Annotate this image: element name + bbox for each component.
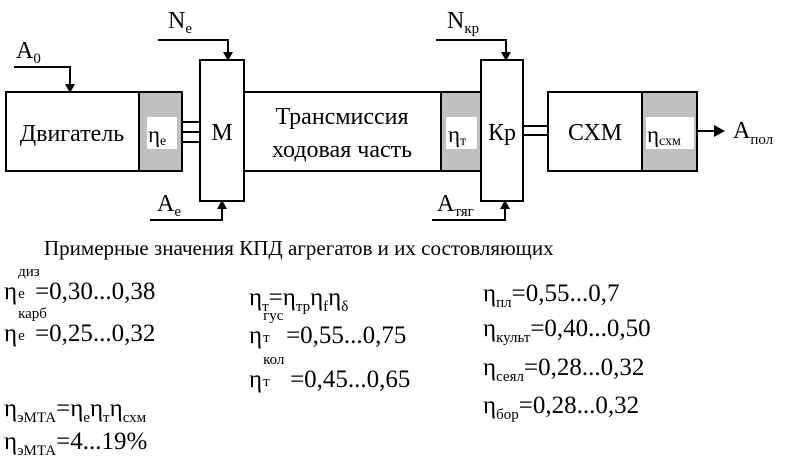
flow-ae-label: Aе [157,191,181,220]
formula-seyal: ηсеял=0,28...0,32 [483,354,645,385]
formula-emta-definition: ηэМТА=ηеηтηсхм [4,395,147,426]
kr-block [480,59,524,202]
input-a0-label: A0 [16,38,41,67]
power-ne-label: Nе [168,8,192,37]
motor-label: М [211,120,232,146]
output-a-label: Aпол [733,118,774,148]
engine-label: Двигатель [20,121,125,147]
power-nkr-label: Nкр [447,8,479,37]
transmission-label-line1: Трансмиссия [275,104,408,130]
efficiency-caption: Примерные значения КПД агрегатов и их со… [44,236,554,260]
flow-atyag-label: Aтяг [437,191,474,220]
formula-t-definition: ηт=ηтрηfηδ [249,284,349,315]
transmission-block [243,91,442,172]
engine-block [5,91,140,172]
kr-label: Кр [488,120,516,146]
formula-pl: ηпл=0,55...0,7 [483,280,620,311]
machine-block [547,91,643,172]
transmission-label-line2: ходовая часть [272,137,412,163]
formula-emta-value: ηэМТА=4...19% [4,428,148,459]
power-flow-diagram: Двигатель М Трансмиссия ходовая часть Кр… [5,8,774,221]
formula-bor: ηбор=0,28...0,32 [483,392,640,423]
machine-eff-label: ηсхм [647,122,681,149]
formula-kult: ηкульт=0,40...0,50 [483,315,651,346]
machine-label: СХМ [568,120,622,146]
transmission-eff-label: ηт [448,122,466,149]
engine-eff-label: ηе [148,122,166,149]
